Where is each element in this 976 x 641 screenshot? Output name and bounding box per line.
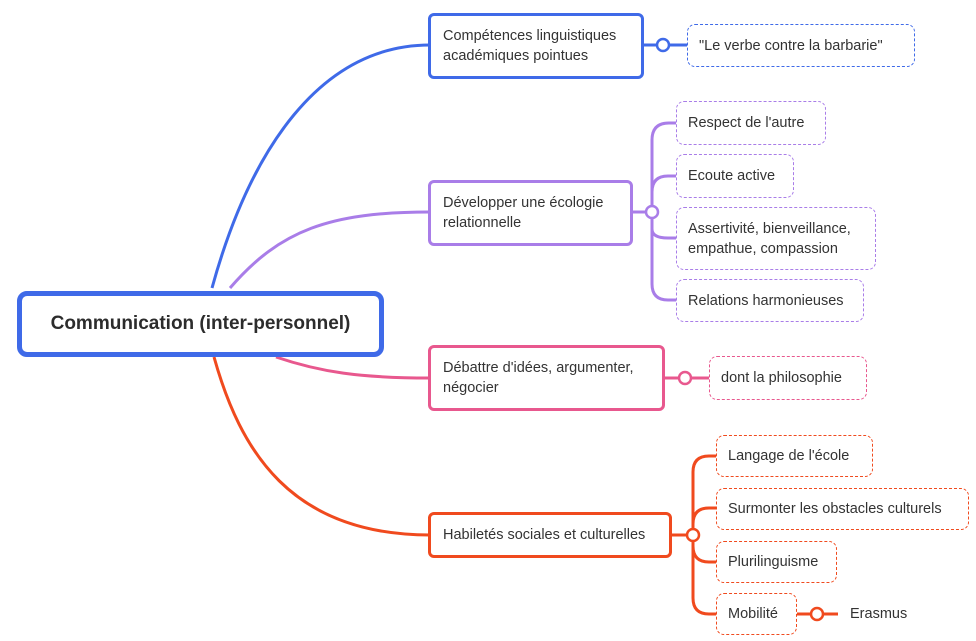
link-root-competences	[210, 43, 431, 289]
link-habiletes-child-1	[691, 454, 716, 535]
branch-label-line: Développer une écologie	[443, 195, 604, 211]
branch-label-line: négocier	[443, 380, 499, 396]
branch-label-line: Compétences linguistiques	[443, 28, 617, 44]
root-node[interactable]: Communication (inter-personnel)	[17, 291, 384, 357]
child-surmonter-obstacles[interactable]: Surmonter les obstacles culturels	[716, 488, 969, 530]
child-label: Ecoute active	[688, 168, 776, 184]
connector-dot-ecologie	[644, 204, 660, 220]
branch-competences-linguistiques[interactable]: Compétences linguistiques académiques po…	[428, 13, 644, 79]
child-ecoute-active[interactable]: Ecoute active	[676, 154, 794, 198]
child-mobilite[interactable]: Mobilité	[716, 593, 797, 635]
child-label: "Le verbe contre la barbarie"	[699, 37, 883, 54]
child-label: dont la philosophie	[721, 370, 842, 386]
link-root-debattre	[275, 355, 431, 380]
link-ecologie-child-3	[650, 222, 676, 240]
link-habiletes-child-3	[691, 545, 716, 564]
child-label: Respect de l'autre	[688, 115, 805, 131]
link-root-ecologie	[228, 210, 431, 289]
branch-ecologie-relationnelle[interactable]: Développer une écologie relationnelle	[428, 180, 633, 246]
branch-debattre-idees[interactable]: Débattre d'idées, argumenter, négocier	[428, 345, 665, 411]
child-langage-ecole[interactable]: Langage de l'école	[716, 435, 873, 477]
connector-dot-mobilite	[809, 606, 825, 622]
child-label-line: Assertivité, bienveillance,	[688, 220, 851, 237]
child-relations-harmonieuses[interactable]: Relations harmonieuses	[676, 279, 864, 322]
child-verbe-contre-barbarie[interactable]: "Le verbe contre la barbarie"	[687, 24, 915, 67]
child-assertivite[interactable]: Assertivité, bienveillance, empathue, co…	[676, 207, 876, 270]
grandchild-label: Erasmus	[850, 606, 908, 622]
branch-habiletes-sociales[interactable]: Habiletés sociales et culturelles	[428, 512, 672, 558]
connector-dot-competences	[655, 37, 671, 53]
grandchild-erasmus[interactable]: Erasmus	[850, 604, 920, 624]
link-ecologie-child-2	[650, 174, 676, 200]
child-respect-autre[interactable]: Respect de l'autre	[676, 101, 826, 145]
child-dont-la-philosophie[interactable]: dont la philosophie	[709, 356, 867, 400]
child-label: Mobilité	[728, 606, 778, 622]
child-label: Relations harmonieuses	[688, 292, 844, 309]
connector-dot-habiletes	[685, 527, 701, 543]
child-label-line: empathue, compassion	[688, 240, 838, 257]
link-ecologie-child-1	[650, 121, 676, 212]
link-habiletes-child-2	[691, 506, 716, 525]
branch-label-line: relationnelle	[443, 215, 522, 231]
root-label: Communication (inter-personnel)	[50, 313, 351, 334]
link-root-habiletes	[212, 356, 431, 537]
branch-label: Habiletés sociales et culturelles	[443, 527, 646, 543]
branch-label-line: académiques pointues	[443, 48, 589, 64]
link-habiletes-child-4	[691, 535, 716, 616]
child-label: Langage de l'école	[728, 448, 850, 464]
child-label: Surmonter les obstacles culturels	[728, 501, 942, 517]
connector-dot-debattre	[677, 370, 693, 386]
child-plurilinguisme[interactable]: Plurilinguisme	[716, 541, 837, 583]
child-label: Plurilinguisme	[728, 554, 819, 570]
branch-label-line: Débattre d'idées, argumenter,	[443, 360, 634, 376]
link-ecologie-child-4	[650, 212, 676, 302]
